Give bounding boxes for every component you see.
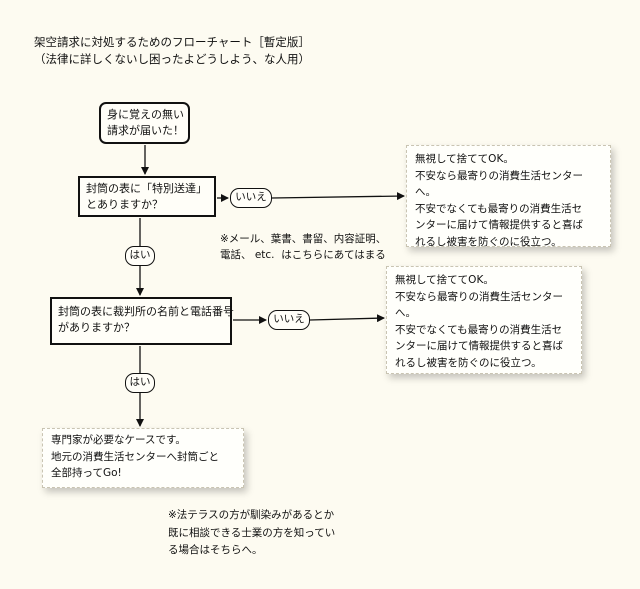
start-node: 身に覚えの無い 請求が届いた！ [99,102,190,144]
question-special-delivery: 封筒の表に「特別送達」 とありますか？ [78,176,216,217]
yes-label-1: はい [125,246,155,266]
note-examples: ※メール、葉書、書留、内容証明、 電話、 etc. はこちらにあてはまる [220,233,387,261]
no-label-2: いいえ [268,310,310,330]
answer-ignore-2: 無視して捨ててOK。 不安なら最寄りの消費生活センター へ。 不安でなくても最寄… [386,266,582,374]
arrow-no2-to-ans2 [309,314,385,323]
note-houterasu: ※法テラスの方が馴染みがあるとか 既に相談できる士業の方を知ってい る場合はそち… [168,509,336,556]
page-title: 架空請求に対処するためのフローチャート［暫定版］ （法律に詳しくないし困ったよど… [34,35,310,66]
arrow-no1-to-ans1 [271,192,405,201]
result-expert-needed: 専門家が必要なケースです。 地元の消費生活センターへ封筒ごと 全部持ってGo! [42,428,244,488]
question-court-name-phone: 封筒の表に裁判所の名前と電話番号 がありますか？ [50,297,234,345]
answer-ignore-1: 無視して捨ててOK。 不安なら最寄りの消費生活センター へ。 不安でなくても最寄… [406,145,611,248]
no-label-1: いいえ [230,188,272,208]
yes-label-2: はい [125,373,155,393]
